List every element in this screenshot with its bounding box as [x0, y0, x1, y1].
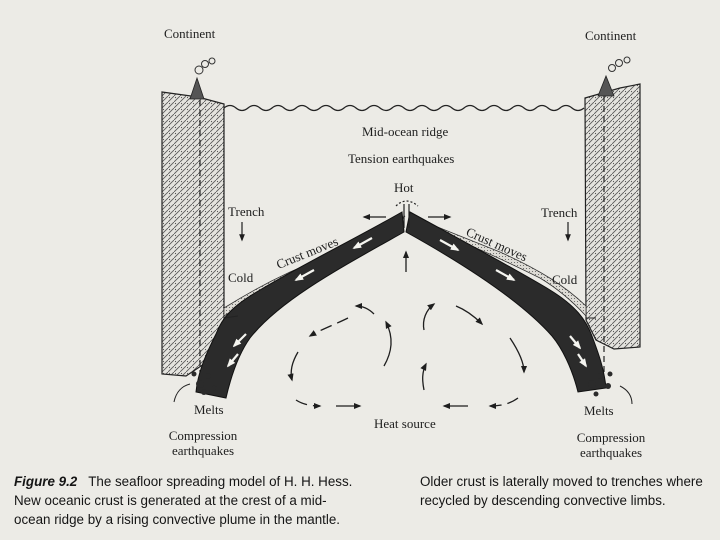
caption-left-line1-text: The seafloor spreading model of H. H. He…	[88, 474, 353, 489]
compression-earthquakes-left-label: Compression earthquakes	[158, 428, 248, 458]
cold-right-label: Cold	[552, 272, 578, 287]
continent-left-label: Continent	[164, 26, 216, 41]
melts-right-label: Melts	[584, 403, 614, 418]
trench-right-label: Trench	[541, 205, 578, 220]
left-continent	[161, 91, 225, 377]
continent-right-label: Continent	[585, 28, 637, 43]
plate-motion-arrows-right	[439, 239, 587, 368]
left-oceanic-plate	[195, 211, 405, 399]
right-oceanic-plate	[405, 211, 607, 393]
ridge-crest	[395, 200, 419, 228]
compression-right-line1: Compression	[576, 430, 646, 445]
trench-left-label: Trench	[228, 204, 265, 219]
cold-left-label: Cold	[228, 270, 254, 285]
trench-arrows	[239, 222, 571, 242]
caption-left-line2: New oceanic crust is generated at the cr…	[14, 493, 327, 508]
caption-right-line1: Older crust is laterally moved to trench…	[420, 474, 703, 489]
tension-earthquakes-label: Tension earthquakes	[348, 151, 455, 166]
heat-source-label: Heat source	[374, 416, 436, 431]
compression-left-line1: Compression	[168, 428, 238, 443]
left-volcano-icon	[189, 57, 216, 100]
compression-right-line2: earthquakes	[579, 445, 643, 460]
mid-ocean-ridge-label: Mid-ocean ridge	[362, 124, 449, 139]
melts-left-label: Melts	[194, 402, 224, 417]
caption-left-line1: Figure 9.2 The seafloor spreading model …	[14, 472, 352, 491]
right-melt-blobs	[588, 371, 613, 397]
seafloor-spreading-diagram	[161, 56, 641, 410]
right-continent	[584, 83, 641, 372]
plate-motion-arrows-left	[226, 237, 373, 368]
caption-right-column: Older crust is laterally moved to trench…	[420, 472, 703, 510]
caption-left-line3: ocean ridge by a rising convective plume…	[14, 512, 341, 527]
convection-cells	[287, 302, 528, 410]
figure-number: Figure 9.2	[14, 474, 78, 489]
ridge-spreading-arrows	[362, 213, 452, 272]
caption-right-line2: recycled by descending convective limbs.	[420, 493, 666, 508]
leader-lines	[173, 315, 633, 405]
caption-left-column: Figure 9.2 The seafloor spreading model …	[14, 472, 352, 529]
figure-caption: Figure 9.2 The seafloor spreading model …	[0, 472, 720, 540]
ocean-surface-line	[223, 104, 585, 112]
left-melt-blobs	[191, 371, 217, 395]
hot-label: Hot	[394, 180, 414, 195]
right-volcano-icon	[597, 56, 631, 97]
compression-earthquakes-right-label: Compression earthquakes	[565, 430, 657, 460]
compression-left-line2: earthquakes	[171, 443, 235, 458]
